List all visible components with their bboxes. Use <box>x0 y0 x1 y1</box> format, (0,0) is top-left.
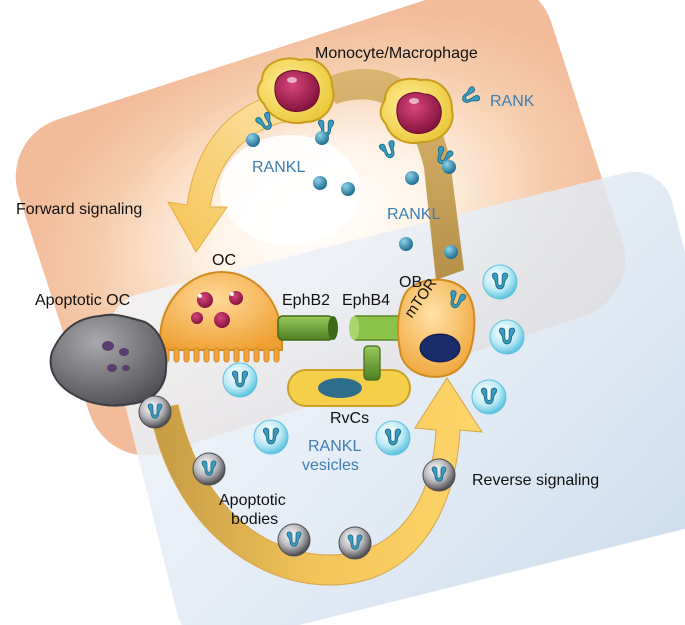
forward-signaling-arrow <box>167 91 297 253</box>
monocyte-cell-2 <box>379 77 454 144</box>
rankl-ligands <box>246 131 458 259</box>
monocyte-macrophage-label: Monocyte/Macrophage <box>315 45 478 62</box>
ephb4-receptor <box>349 315 403 341</box>
background-center-glow <box>220 135 360 245</box>
ephb4-label: EphB4 <box>342 292 391 309</box>
ephb2-label: EphB2 <box>282 292 331 309</box>
rvcs-cell <box>287 345 411 407</box>
ob-label: OB <box>399 274 423 291</box>
forward-signaling-label: Forward signaling <box>16 201 143 218</box>
rankl-vesicles-label-line2: vesicles <box>302 457 359 474</box>
rvcs-label: RvCs <box>330 410 370 427</box>
background-blue-panel <box>108 171 685 625</box>
osteoclast-cell <box>159 270 283 363</box>
rankl-vesicles <box>222 264 525 456</box>
monocyte-cell-1 <box>256 57 335 124</box>
apoptotic-oc-label: Apoptotic OC <box>35 292 131 309</box>
oc-label: OC <box>212 252 236 269</box>
rank-label: RANK <box>490 93 535 110</box>
reverse-signaling-label: Reverse signaling <box>472 472 600 489</box>
apoptotic-bodies-label-line1: Apoptotic <box>219 492 286 509</box>
rankl-label-right: RANKL <box>387 206 441 223</box>
reverse-signaling-arrow <box>149 377 483 586</box>
apoptotic-osteoclast <box>49 313 168 407</box>
apoptotic-bodies-label-line2: bodies <box>231 511 279 528</box>
apoptotic-bodies <box>138 395 456 560</box>
ephb2-receptor <box>277 315 338 341</box>
rankl-vesicles-label-line1: RANKL <box>308 438 362 455</box>
osteoblast-cell <box>396 278 476 378</box>
rankl-label-left: RANKL <box>252 159 306 176</box>
